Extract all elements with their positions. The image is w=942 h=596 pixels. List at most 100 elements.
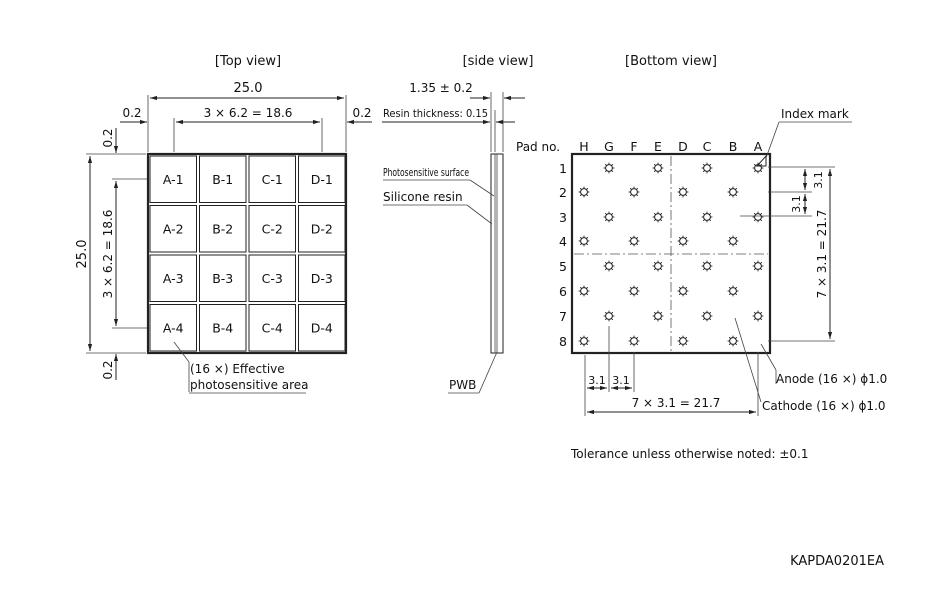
top-gap-bottom-dimension: 0.2 — [101, 360, 115, 379]
anode-pad — [727, 335, 739, 347]
photosensitive-element-cell — [248, 254, 296, 302]
cell-label: A-4 — [163, 320, 184, 335]
pad-column-label: G — [604, 139, 614, 154]
cathode-pad — [603, 211, 615, 223]
top-gap-top-dimension: 0.2 — [101, 128, 115, 147]
cathode-pad — [701, 310, 713, 322]
cathode-pad — [752, 310, 764, 322]
bottom-view-heading: [Bottom view] — [625, 54, 717, 69]
drawing-code: KAPDA0201EA — [790, 554, 884, 569]
photosensitive-element-cell — [149, 205, 197, 253]
anode-pad — [677, 285, 689, 297]
cathode-pad — [603, 310, 615, 322]
pad-row-label: 7 — [559, 309, 567, 324]
cell-label: D-4 — [311, 320, 333, 335]
photosensitive-element-cell — [199, 155, 247, 203]
top-gap-right-dimension: 0.2 — [352, 106, 371, 120]
anode-pad — [578, 285, 590, 297]
side-view-heading: [side view] — [463, 54, 534, 69]
photosensitive-element-cell — [149, 254, 197, 302]
photosensitive-element-cell — [199, 205, 247, 253]
pad-row-label: 1 — [559, 161, 567, 176]
pad-row-label: 5 — [559, 259, 567, 274]
photosensitive-element-cell — [149, 155, 197, 203]
tolerance-note: Tolerance unless otherwise noted: ±0.1 — [570, 447, 809, 461]
pad-column-label: B — [729, 139, 738, 154]
photosensitive-surface-label: Photosensitive surface — [383, 167, 469, 179]
cell-label: A-1 — [163, 172, 184, 187]
cathode-pad — [652, 260, 664, 272]
anode-pad — [578, 335, 590, 347]
pad-row-label: 2 — [559, 185, 567, 200]
anode-pad — [628, 186, 640, 198]
top-pitch-horizontal-dimension: 3 × 6.2 = 18.6 — [204, 106, 293, 120]
cell-label: C-1 — [262, 172, 283, 187]
pad-column-label: E — [654, 139, 662, 154]
pad-row-label: 8 — [559, 334, 567, 349]
anode-pad — [578, 235, 590, 247]
anode-pad — [727, 186, 739, 198]
cell-label: D-2 — [311, 221, 333, 236]
cell-label: C-3 — [262, 271, 283, 286]
top-height-dimension: 25.0 — [75, 240, 90, 269]
photosensitive-element-cell — [298, 155, 346, 203]
anode-pad — [677, 186, 689, 198]
cathode-pad — [701, 211, 713, 223]
pad-column-label: D — [678, 139, 688, 154]
pad-column-label: H — [579, 139, 588, 154]
photosensitive-element-cell — [248, 205, 296, 253]
side-thickness-dimension: 1.35 ± 0.2 — [409, 81, 473, 95]
cathode-pad — [603, 162, 615, 174]
anode-pad — [677, 235, 689, 247]
cathode-pad — [603, 260, 615, 272]
side-view: 1.35 ± 0.2 Resin thickness: 0.15 Photose… — [382, 81, 525, 394]
photosensitive-element-cell — [248, 304, 296, 352]
pad-row-label: 4 — [559, 234, 567, 249]
anode-pad — [727, 285, 739, 297]
bottom-total-dimension: 7 × 3.1 = 21.7 — [632, 396, 721, 410]
cell-label: B-4 — [212, 320, 233, 335]
resin-thickness-label: Resin thickness: 0.15 — [383, 107, 488, 120]
cell-label: B-2 — [212, 221, 233, 236]
cell-label: B-3 — [212, 271, 233, 286]
top-view: 25.0 0.2 0.2 3 × 6.2 = 18.6 25.0 3 × 6.2… — [75, 81, 372, 394]
cell-label: C-2 — [262, 221, 283, 236]
cathode-note: Cathode (16 ×) ϕ1.0 — [762, 399, 886, 413]
index-mark-triangle — [755, 154, 767, 167]
anode-pad — [727, 235, 739, 247]
right-total-dimension: 7 × 3.1 = 21.7 — [815, 210, 829, 299]
effective-area-note-line2: photosensitive area — [190, 378, 309, 392]
silicone-resin-label: Silicone resin — [383, 190, 463, 204]
top-gap-left-dimension: 0.2 — [122, 106, 141, 120]
pad-no-label: Pad no. — [516, 140, 560, 154]
cathode-pad — [752, 260, 764, 272]
cathode-pad — [752, 162, 764, 174]
pad-column-label: A — [754, 139, 763, 154]
pad-row-label: 3 — [559, 210, 567, 225]
anode-pad — [628, 285, 640, 297]
right-pitch-dimension-2: 3.1 — [790, 195, 803, 213]
cell-label: C-4 — [262, 320, 283, 335]
cell-label: D-1 — [311, 172, 333, 187]
photosensitive-element-cell — [149, 304, 197, 352]
cathode-pad — [652, 162, 664, 174]
cell-label: A-2 — [163, 221, 184, 236]
anode-pad — [677, 335, 689, 347]
cathode-pad — [701, 162, 713, 174]
anode-pad — [628, 335, 640, 347]
effective-area-note-line1: (16 ×) Effective — [190, 362, 285, 376]
bottom-pitch-dimension-1: 3.1 — [588, 374, 606, 387]
cell-label: A-3 — [163, 271, 184, 286]
top-pitch-vertical-dimension: 3 × 6.2 = 18.6 — [101, 210, 115, 299]
cathode-pad — [701, 260, 713, 272]
cathode-pad — [752, 211, 764, 223]
cell-label: D-3 — [311, 271, 333, 286]
pwb-label: PWB — [449, 378, 476, 392]
top-view-heading: [Top view] — [215, 54, 281, 69]
pad-row-label: 6 — [559, 284, 567, 299]
anode-pad — [578, 186, 590, 198]
photosensitive-element-cell — [298, 205, 346, 253]
bottom-pitch-dimension-2: 3.1 — [612, 374, 630, 387]
